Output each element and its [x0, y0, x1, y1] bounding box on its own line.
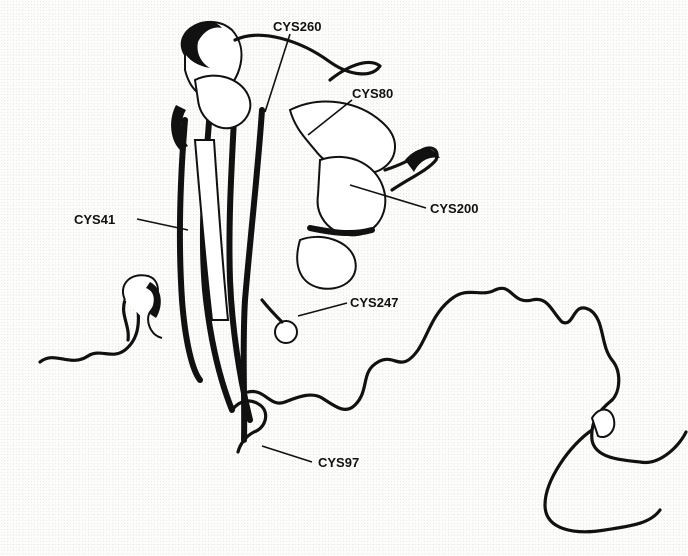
label-cys247: CYS247: [350, 295, 398, 310]
cys247-loop: [275, 321, 297, 343]
label-cys260: CYS260: [273, 19, 321, 34]
top-right-loop: [235, 35, 380, 80]
beta-sheet-face: [195, 140, 228, 320]
label-cys97: CYS97: [318, 455, 359, 470]
cys260-leader: [265, 34, 290, 112]
label-cys41: CYS41: [74, 212, 115, 227]
c-terminal-coil: [248, 288, 619, 409]
label-cys200: CYS200: [430, 201, 478, 216]
cys97-leader: [262, 446, 312, 462]
label-cys80: CYS80: [352, 86, 393, 101]
lower-loop-connector: [262, 300, 282, 322]
bottom-right-loop: [545, 430, 660, 532]
bottom-right-ribbon: [592, 410, 614, 438]
upper-twist: [195, 76, 250, 129]
lower-right-lobe: [297, 237, 356, 289]
cys247-leader: [298, 303, 347, 316]
n-terminal-coil: [40, 295, 138, 362]
